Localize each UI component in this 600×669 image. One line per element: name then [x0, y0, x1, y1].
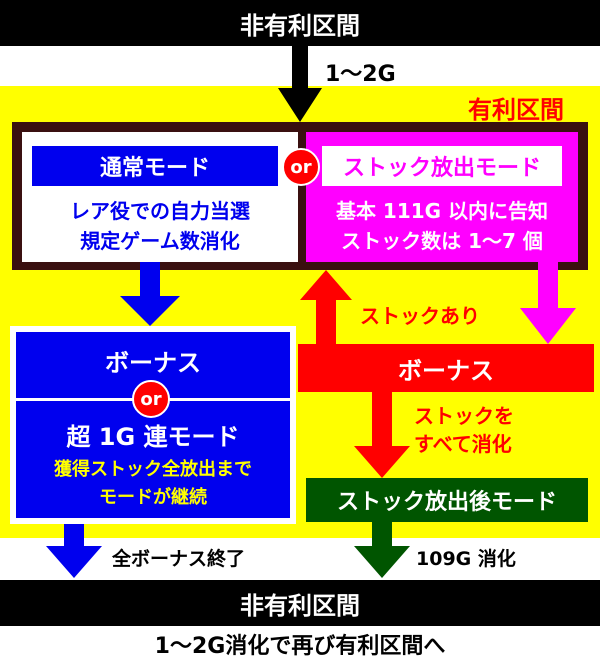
g109-arrow	[354, 522, 410, 578]
stock-release-mode-title: ストック放出モード	[322, 146, 562, 186]
normal-mode-line-1: レア役での自力当選	[70, 199, 250, 223]
bottom-bar: 非有利区間	[0, 580, 600, 626]
stock-release-line-1: 基本 111G 以内に告知	[335, 199, 549, 223]
bottom-bar-text: 非有利区間	[240, 591, 360, 620]
or-badge-top: or	[282, 148, 320, 186]
zone-label: 有利区間	[468, 96, 564, 124]
or-badge-bottom: or	[132, 380, 170, 418]
stock-all-used-label: ストックを すべて消化	[414, 402, 514, 458]
stock-yes-label: ストックあり	[360, 304, 480, 328]
all-bonus-end-label: 全ボーナス終了	[112, 548, 246, 570]
after-mode-box: ストック放出後モード	[306, 478, 588, 522]
normal-mode-line-2: 規定ゲーム数消化	[80, 229, 240, 253]
stock-release-mode-desc: 基本 111G 以内に告知 ストック数は 1〜7 個	[306, 196, 578, 256]
right-bonus-box: ボーナス	[298, 344, 594, 392]
stock-all-used-line-1: ストックを	[414, 404, 514, 428]
g109-label: 109G 消化	[416, 548, 516, 570]
left-bonus-inner	[16, 332, 290, 518]
top-arrow-label: 1〜2G	[325, 62, 396, 87]
stock-all-used-line-2: すべて消化	[414, 432, 512, 456]
stock-release-line-2: ストック数は 1〜7 個	[341, 229, 543, 253]
super-mode-desc: 獲得ストック全放出まで モードが継続	[16, 456, 290, 512]
super-mode-title: 超 1G 連モード	[66, 422, 240, 451]
normal-mode-desc: レア役での自力当選 規定ゲーム数消化	[22, 196, 298, 256]
footer-note: 1〜2G消化で再び有利区間へ	[154, 634, 446, 659]
all-bonus-end-arrow	[46, 524, 102, 578]
left-bonus-title: ボーナス	[105, 348, 201, 377]
release-to-bonus-arrow	[520, 262, 576, 344]
super-mode-line-2: モードが継続	[99, 487, 207, 508]
bonus-to-after-arrow	[354, 392, 410, 478]
normal-to-bonus-arrow	[120, 262, 180, 326]
top-bar-text: 非有利区間	[240, 11, 360, 40]
top-arrow	[278, 46, 322, 122]
normal-mode-title: 通常モード	[32, 146, 278, 186]
stock-yes-arrow	[300, 270, 352, 344]
super-mode-line-1: 獲得ストック全放出まで	[54, 459, 252, 480]
top-bar: 非有利区間	[0, 0, 600, 46]
